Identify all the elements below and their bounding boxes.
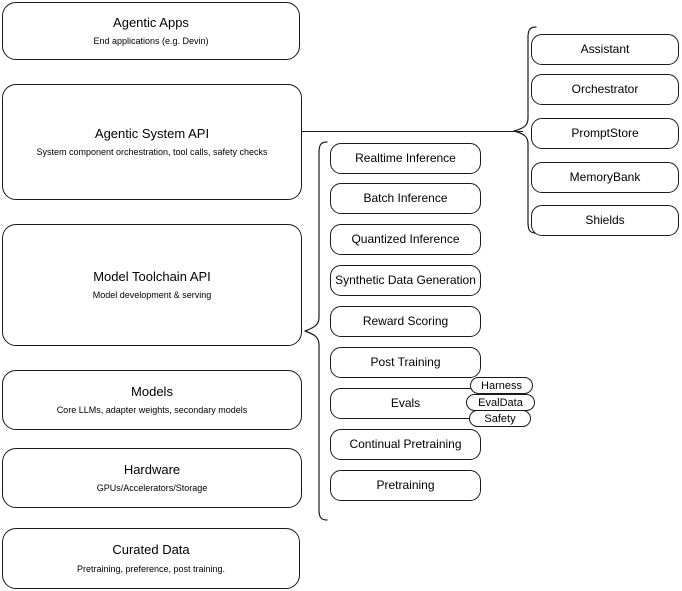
eval-badge-evaldata[interactable]: EvalData (466, 394, 535, 411)
capability-label: Evals (390, 396, 421, 410)
layer-title: Agentic Apps (113, 14, 189, 30)
layer-title: Hardware (123, 461, 181, 477)
capability-box-pretraining[interactable]: Pretraining (330, 470, 481, 501)
capability-box-post-training[interactable]: Post Training (330, 347, 481, 378)
capability-label: Pretraining (376, 478, 435, 492)
component-box-promptstore[interactable]: PromptStore (531, 118, 679, 149)
eval-badge-safety[interactable]: Safety (469, 410, 531, 427)
component-box-memorybank[interactable]: MemoryBank (531, 162, 679, 193)
layer-subtitle: Model development & serving (92, 290, 212, 300)
component-label: MemoryBank (569, 170, 641, 184)
layer-subtitle: End applications (e.g. Devin) (93, 36, 209, 46)
layer-subtitle: Pretraining, preference, post training. (76, 563, 226, 574)
layer-box-curated-data[interactable]: Curated Data Pretraining, preference, po… (2, 528, 300, 589)
component-label: Orchestrator (571, 82, 639, 96)
capability-label: Synthetic Data Generation (335, 273, 476, 287)
capability-label: Post Training (370, 355, 441, 369)
capability-box-evals[interactable]: Evals (330, 388, 481, 419)
layer-title: Curated Data (112, 542, 190, 558)
capability-label: Continual Pretraining (349, 437, 462, 451)
layer-title: Models (131, 383, 173, 399)
component-box-assistant[interactable]: Assistant (531, 34, 679, 65)
layer-box-models[interactable]: Models Core LLMs, adapter weights, secon… (2, 370, 302, 430)
component-box-shields[interactable]: Shields (531, 205, 679, 236)
eval-badge-harness[interactable]: Harness (470, 377, 533, 394)
component-label: PromptStore (571, 126, 639, 140)
component-label: Shields (585, 213, 625, 227)
layer-subtitle: GPUs/Accelerators/Storage (96, 483, 208, 493)
brace-toolchain (304, 141, 328, 521)
capability-label: Reward Scoring (362, 314, 449, 328)
capability-box-synthetic-data-generation[interactable]: Synthetic Data Generation (330, 265, 481, 296)
capability-box-quantized-inference[interactable]: Quantized Inference (330, 224, 481, 255)
layer-subtitle: System component orchestration, tool cal… (36, 147, 268, 157)
capability-box-continual-pretraining[interactable]: Continual Pretraining (330, 429, 481, 460)
layer-box-agentic-system-api[interactable]: Agentic System API System component orch… (2, 84, 302, 200)
layer-title: Agentic System API (94, 125, 210, 141)
capability-label: Realtime Inference (355, 151, 456, 165)
brace-agentic-components (513, 26, 537, 234)
layer-box-model-toolchain-api[interactable]: Model Toolchain API Model development & … (2, 224, 302, 346)
capability-box-reward-scoring[interactable]: Reward Scoring (330, 306, 481, 337)
component-box-orchestrator[interactable]: Orchestrator (531, 74, 679, 105)
layer-subtitle: Core LLMs, adapter weights, secondary mo… (56, 405, 248, 415)
capability-label: Batch Inference (363, 191, 448, 205)
capability-label: Quantized Inference (351, 232, 460, 246)
layer-box-agentic-apps[interactable]: Agentic Apps End applications (e.g. Devi… (2, 2, 300, 60)
layer-title: Model Toolchain API (93, 268, 211, 284)
connector-line-agentic-system-to-components (302, 131, 523, 132)
component-label: Assistant (580, 42, 630, 56)
capability-box-batch-inference[interactable]: Batch Inference (330, 183, 481, 214)
layer-box-hardware[interactable]: Hardware GPUs/Accelerators/Storage (2, 448, 302, 508)
capability-box-realtime-inference[interactable]: Realtime Inference (330, 143, 481, 174)
